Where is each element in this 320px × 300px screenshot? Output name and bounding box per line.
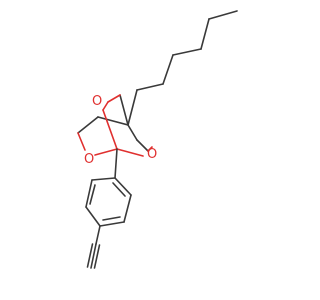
molecule-drawing: O O O [77,10,238,269]
benzene-ring [85,177,132,227]
oxygen-left-label: O [84,152,94,167]
oxygen-right-label: O [147,147,157,162]
structure-canvas: O O O [77,10,238,269]
ethynyl-group [86,225,101,269]
hexyl-chain [127,10,238,126]
oxygen-top-label: O [92,94,102,109]
trioxabicyclooctane-cage [77,94,153,179]
